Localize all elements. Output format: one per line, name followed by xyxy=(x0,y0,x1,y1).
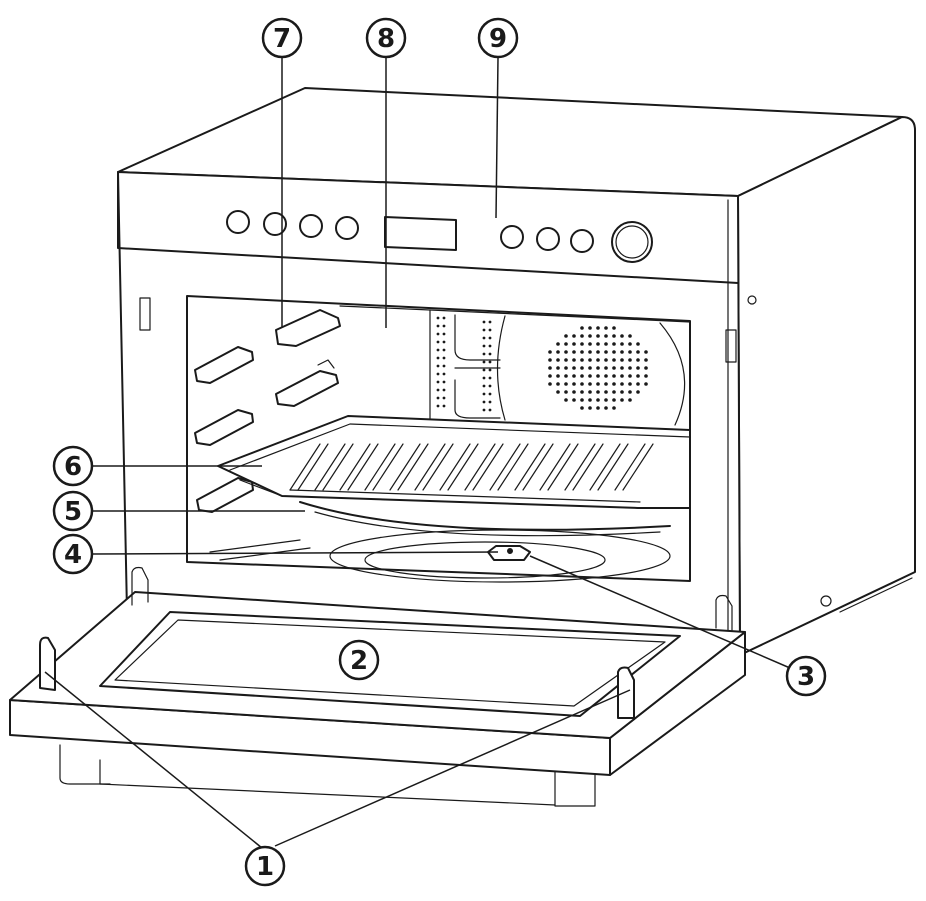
callout-1: 1 xyxy=(244,845,286,887)
rack-rails xyxy=(194,309,341,513)
callout-7-label: 7 xyxy=(273,24,291,54)
panel-button[interactable] xyxy=(335,216,359,240)
panel-dial[interactable] xyxy=(611,221,653,263)
turntable-coupler xyxy=(487,545,531,561)
panel-button[interactable] xyxy=(226,210,250,234)
oven-cavity xyxy=(139,295,737,582)
roller-ring xyxy=(209,529,671,583)
callout-1-label: 1 xyxy=(256,852,274,882)
callout-5-label: 5 xyxy=(64,497,82,527)
callout-6: 6 xyxy=(52,445,94,487)
door-hook xyxy=(617,666,635,719)
door-window xyxy=(99,611,681,717)
leader-lines xyxy=(44,57,791,849)
callout-2: 2 xyxy=(338,639,380,681)
callout-7: 7 xyxy=(261,17,303,59)
callout-4: 4 xyxy=(52,533,94,575)
callout-5: 5 xyxy=(52,490,94,532)
callout-8-label: 8 xyxy=(377,24,395,54)
callout-9-label: 9 xyxy=(489,24,507,54)
panel-button[interactable] xyxy=(263,212,287,236)
callout-3: 3 xyxy=(785,655,827,697)
grill-rack xyxy=(217,415,691,509)
panel-button[interactable] xyxy=(536,227,560,251)
panel-button[interactable] xyxy=(570,229,594,253)
panel-button[interactable] xyxy=(299,214,323,238)
callout-4-label: 4 xyxy=(64,540,82,570)
callout-3-label: 3 xyxy=(797,662,815,692)
callout-2-label: 2 xyxy=(350,646,368,676)
callout-8: 8 xyxy=(365,17,407,59)
callout-6-label: 6 xyxy=(64,452,82,482)
door-hook xyxy=(39,636,56,691)
callout-9: 9 xyxy=(477,17,519,59)
panel-button[interactable] xyxy=(500,225,524,249)
oven-cabinet xyxy=(117,87,916,656)
panel-display xyxy=(384,216,457,251)
control-panel xyxy=(226,210,653,263)
